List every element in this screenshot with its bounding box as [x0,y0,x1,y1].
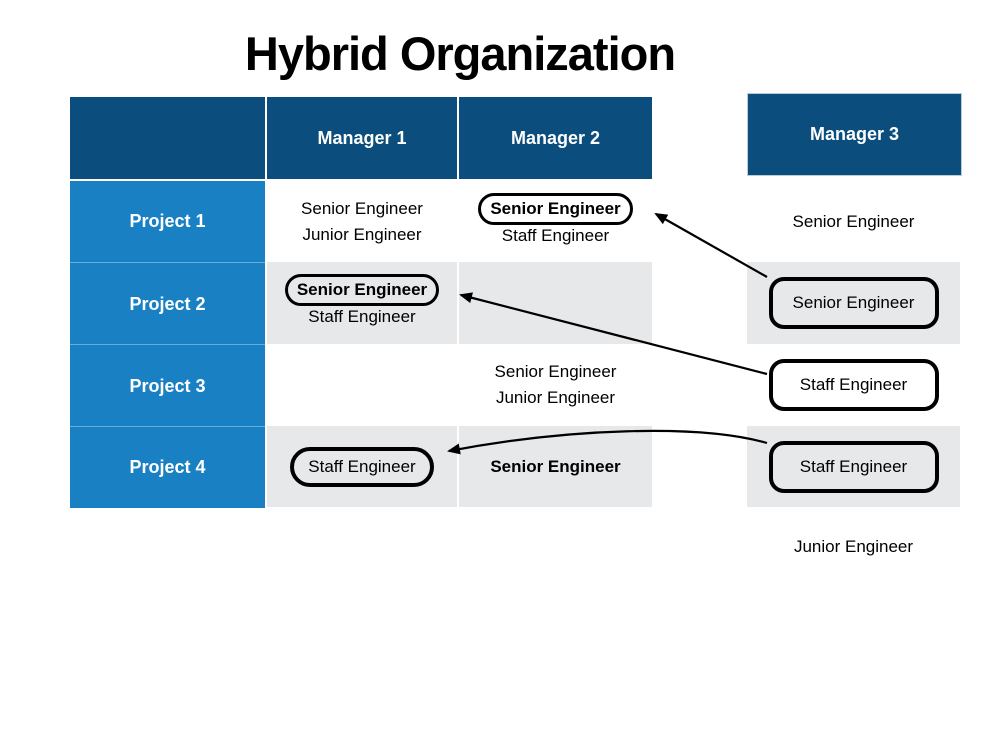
header-cell-blank [70,97,265,179]
header-cell-manager2: Manager 2 [459,97,652,179]
cell-project2-manager2-empty [459,262,652,344]
cell-project1-manager2: Senior Engineer Staff Engineer [459,181,652,262]
circled-role: Senior Engineer [478,192,633,225]
header-cell-manager3: Manager 3 [747,93,962,176]
boxed-role: Senior Engineer [768,277,939,329]
boxed-role: Staff Engineer [768,440,939,493]
page-title: Hybrid Organization [244,27,676,80]
cell-project3-manager2: Senior Engineer Junior Engineer [459,344,652,426]
manager3-footer-role: Junior Engineer [793,537,914,556]
role-text: Junior Engineer [302,224,422,244]
project-cell-2: Project 2 [70,262,265,345]
role-text: Senior Engineer [494,362,617,381]
cell-project4-manager2: Senior Engineer [459,426,652,507]
cell-project4-manager1: Staff Engineer [267,426,457,507]
cell-project3-manager1-empty [267,344,457,426]
role-text: Senior Engineer [490,456,621,476]
cell-project2-manager1: Senior Engineer Staff Engineer [267,262,457,344]
role-text: Staff Engineer [308,307,416,326]
cell-manager3-row4: Staff Engineer [747,426,960,507]
cell-project1-manager1: Senior Engineer Junior Engineer [267,181,457,262]
boxed-role: Staff Engineer [768,359,939,411]
circled-role: Senior Engineer [284,274,440,306]
cell-manager3-row3: Staff Engineer [747,344,960,426]
role-text: Junior Engineer [495,388,616,407]
cell-manager3-row1: Senior Engineer [747,181,960,262]
project-cell-4: Project 4 [70,426,265,508]
header-cell-manager1: Manager 1 [267,97,457,179]
role-text: Staff Engineer [501,225,610,245]
role-text: Senior Engineer [301,198,423,218]
project-cell-3: Project 3 [70,344,265,427]
cell-manager3-row2: Senior Engineer [747,262,960,344]
project-cell-1: Project 1 [70,181,265,262]
role-text: Senior Engineer [792,211,915,231]
circled-role: Staff Engineer [290,446,434,487]
